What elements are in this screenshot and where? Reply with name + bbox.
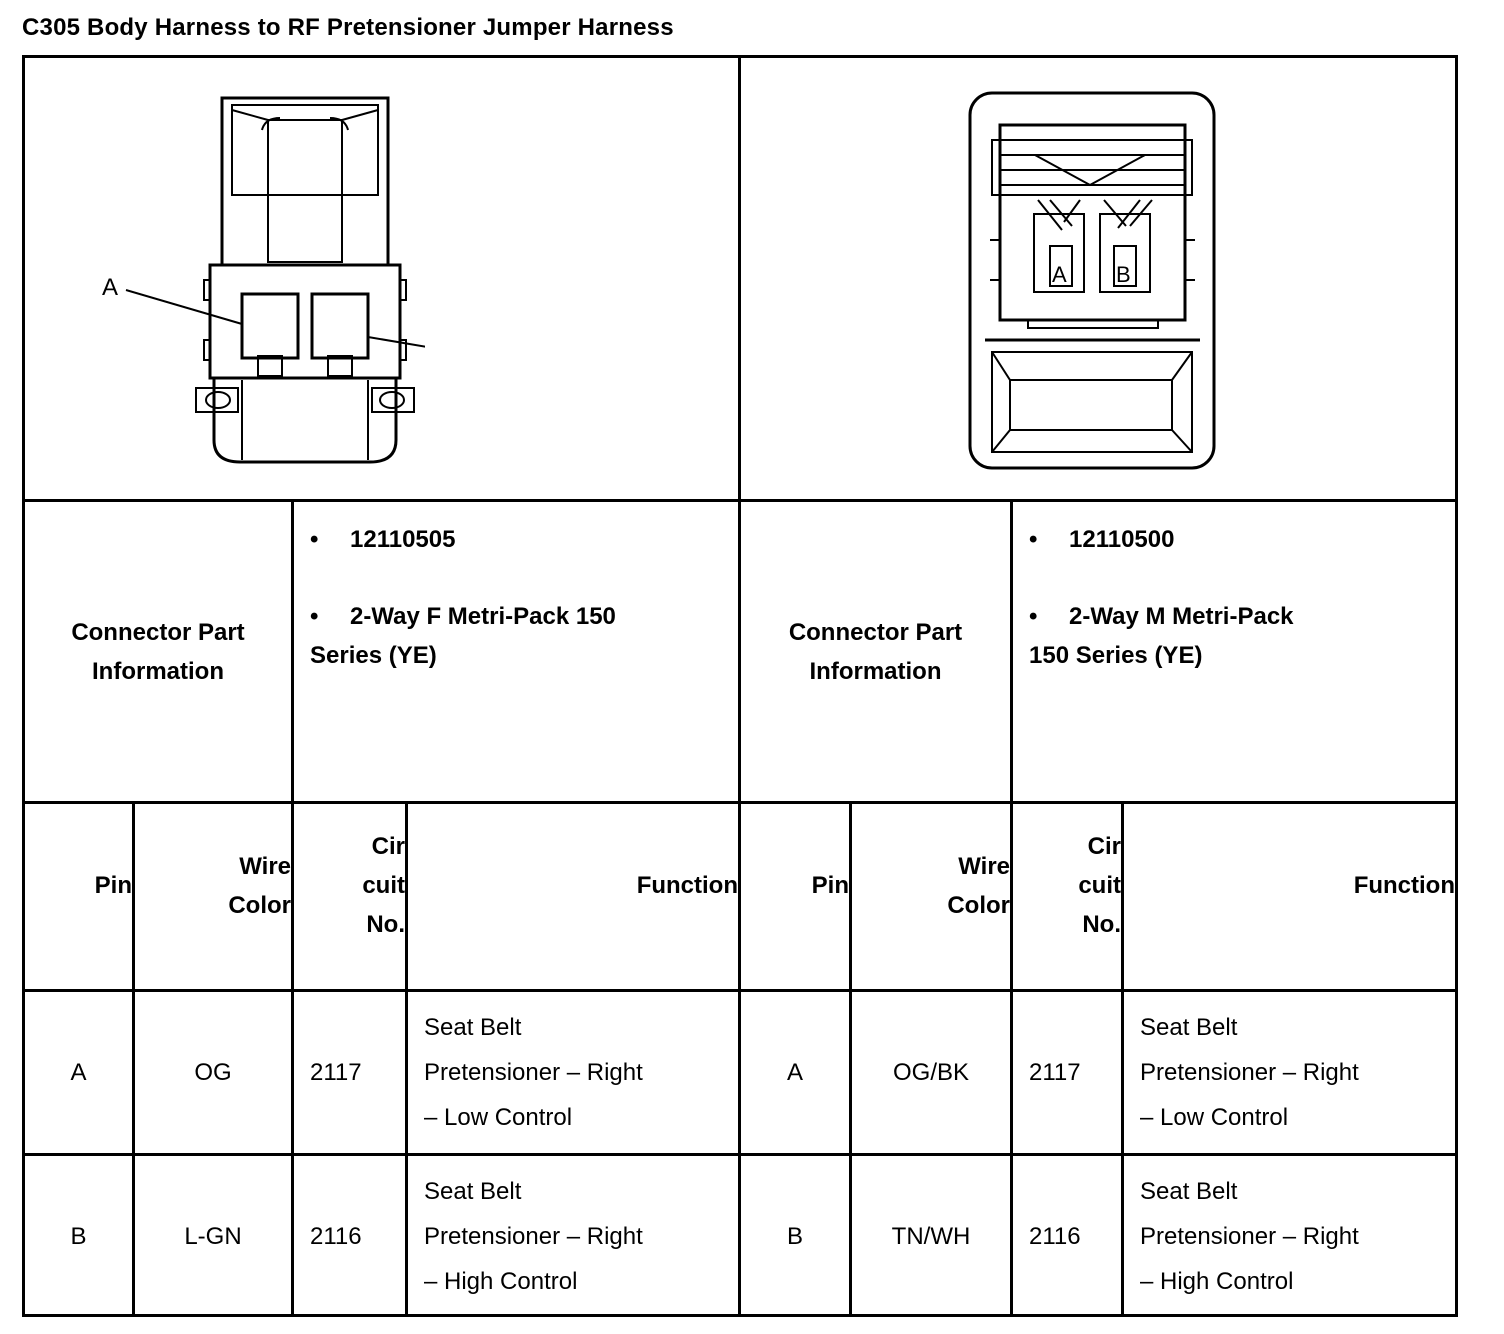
function-line: Pretensioner – Right: [424, 1059, 643, 1086]
header-text: Color: [947, 891, 1010, 919]
header-function: Function: [1124, 804, 1455, 989]
function-line: – High Control: [1140, 1268, 1294, 1295]
cell-circuit: 2116: [310, 1222, 362, 1250]
function-line: Pretensioner – Right: [1140, 1059, 1359, 1086]
header-text: Function: [636, 872, 738, 899]
bullet: •: [1029, 603, 1038, 630]
header-pin: Pin: [741, 804, 849, 989]
pin-a-label: A: [1052, 262, 1067, 287]
function-line: – High Control: [424, 1268, 578, 1295]
header-text: No.: [366, 911, 405, 938]
divider: [1010, 499, 1013, 1317]
description-row: Series (YE): [310, 636, 738, 675]
header-text: Pin: [811, 872, 849, 899]
divider: [849, 801, 852, 1317]
male-connector-face-drawing: A B: [968, 91, 1216, 470]
function-line: Seat Belt: [1140, 1178, 1238, 1205]
function-line: – Low Control: [424, 1104, 573, 1131]
header-wire-color: Wire Color: [135, 804, 291, 989]
header-text: Cir: [1087, 833, 1121, 860]
part-number: 12110505: [350, 526, 456, 553]
pin-a-callout: A: [102, 274, 118, 301]
page-title: C305 Body Harness to RF Pretensioner Jum…: [22, 14, 674, 41]
bullet: •: [310, 603, 319, 630]
divider: [1121, 801, 1124, 1317]
divider: [291, 499, 294, 1317]
part-number-row: • 12110505: [310, 520, 738, 559]
cell-function: Seat Belt Pretensioner – Right – Low Con…: [408, 992, 738, 1153]
header-circuit: Cir cuit No.: [294, 804, 405, 989]
divider: [738, 55, 741, 1317]
pin-b-label: B: [1116, 262, 1131, 287]
cell-wire-color: TN/WH: [891, 1222, 971, 1250]
header-function: Function: [408, 804, 738, 989]
label-line: Information: [809, 657, 942, 685]
label-line: Connector Part: [788, 618, 963, 646]
cell-wire-color: OG: [194, 1058, 232, 1086]
part-number-row: • 12110500: [1029, 520, 1455, 559]
cell-pin: B: [70, 1222, 87, 1250]
cell-circuit: 2117: [1029, 1058, 1081, 1086]
cell-function: Seat Belt Pretensioner – Right – High Co…: [408, 1156, 738, 1317]
function-line: Seat Belt: [424, 1178, 522, 1205]
header-wire-color: Wire Color: [852, 804, 1010, 989]
function-line: Pretensioner – Right: [424, 1223, 643, 1250]
header-text: Cir: [371, 833, 405, 860]
connector-info-label: Connector Part Information: [25, 502, 291, 801]
cell-pin: B: [786, 1222, 803, 1250]
cell-function: Seat Belt Pretensioner – Right – High Co…: [1124, 1156, 1455, 1317]
header-pin: Pin: [25, 804, 132, 989]
cell-wire-color: OG/BK: [892, 1058, 970, 1086]
header-text: Color: [228, 891, 291, 919]
description-line: Series (YE): [310, 642, 437, 669]
cell-pin: A: [786, 1058, 803, 1086]
header-text: Function: [1353, 872, 1455, 899]
header-text: Pin: [94, 872, 132, 899]
function-line: Pretensioner – Right: [1140, 1223, 1359, 1250]
header-circuit: Cir cuit No.: [1013, 804, 1121, 989]
description-row: • 2-Way M Metri-Pack: [1029, 597, 1455, 636]
connector-info-label: Connector Part Information: [741, 502, 1010, 801]
function-line: – Low Control: [1140, 1104, 1289, 1131]
header-text: Wire: [958, 852, 1010, 880]
header-text: Wire: [239, 852, 291, 880]
female-connector-face-drawing: A B: [102, 96, 425, 464]
label-line: Information: [92, 657, 224, 685]
cell-circuit: 2116: [1029, 1222, 1081, 1250]
cell-pin: A: [70, 1058, 87, 1086]
cell-function: Seat Belt Pretensioner – Right – Low Con…: [1124, 992, 1455, 1153]
cell-circuit: 2117: [310, 1058, 362, 1086]
header-text: cuit: [362, 872, 405, 899]
divider: [132, 801, 135, 1317]
function-line: Seat Belt: [1140, 1014, 1238, 1041]
function-line: Seat Belt: [424, 1014, 522, 1041]
description-line: 2-Way F Metri-Pack 150: [350, 603, 616, 630]
cell-wire-color: L-GN: [184, 1222, 242, 1250]
header-text: cuit: [1078, 872, 1121, 899]
bullet: •: [310, 526, 319, 553]
header-text: No.: [1082, 911, 1121, 938]
part-number: 12110500: [1069, 526, 1175, 553]
description-line: 2-Way M Metri-Pack: [1069, 603, 1294, 630]
description-line: 150 Series (YE): [1029, 642, 1203, 669]
label-line: Connector Part: [71, 618, 245, 646]
description-row: • 2-Way F Metri-Pack 150: [310, 597, 738, 636]
divider: [405, 801, 408, 1317]
description-row: 150 Series (YE): [1029, 636, 1455, 675]
bullet: •: [1029, 526, 1038, 553]
connector-info-left: • 12110505 • 2-Way F Metri-Pack 150 Seri…: [294, 502, 738, 801]
connector-info-right: • 12110500 • 2-Way M Metri-Pack 150 Seri…: [1013, 502, 1455, 801]
